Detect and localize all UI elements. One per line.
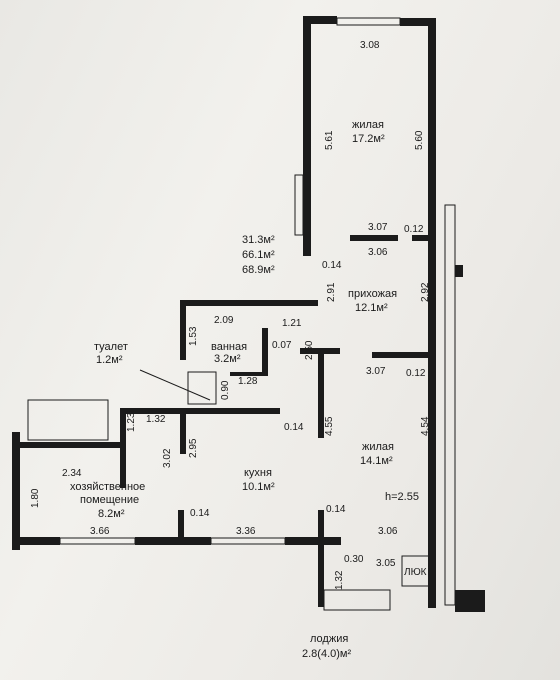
- living-area-total: 31.3м²: [242, 234, 275, 246]
- room-labels: жилая 17.2м² прихожая 12.1м² туалет 1.2м…: [70, 119, 427, 660]
- window: [336, 17, 401, 26]
- dimension-labels: 3.08 5.61 5.60 3.07 0.12 3.06 0.14 2.92 …: [30, 40, 431, 590]
- wall: [135, 537, 211, 545]
- wall: [372, 352, 430, 358]
- room-bath-name: ванная: [211, 341, 247, 353]
- outer-wall-line: [27, 399, 109, 441]
- dim-label: 4.54: [420, 416, 431, 436]
- hatch-label: ЛЮК: [404, 567, 427, 578]
- room-bath-area: 3.2м²: [214, 353, 241, 365]
- window: [294, 174, 304, 236]
- dim-label: 0.12: [404, 224, 424, 235]
- dim-label: 3.08: [360, 40, 380, 51]
- outer-wall-line: [444, 204, 456, 606]
- dim-label: 4.55: [324, 416, 335, 436]
- dim-label: 0.14: [284, 422, 304, 433]
- dim-label: 3.06: [378, 526, 398, 537]
- dim-label: 1.32: [334, 570, 345, 590]
- wall: [350, 235, 398, 241]
- dim-label: 5.61: [324, 130, 335, 150]
- room-toilet-name: туалет: [94, 341, 128, 353]
- room-storage-name-2: помещение: [80, 494, 139, 506]
- loggia-outline: [323, 589, 391, 611]
- toilet-fixture: [187, 371, 217, 405]
- room-living1-area: 17.2м²: [352, 133, 385, 145]
- wall: [120, 408, 280, 414]
- wall: [230, 372, 268, 376]
- room-living2-name: жилая: [362, 441, 394, 453]
- wall: [12, 432, 20, 550]
- dim-label: 0.14: [326, 504, 346, 515]
- dim-label: 0.07: [272, 340, 292, 351]
- walls: [12, 16, 485, 612]
- wall: [180, 300, 318, 306]
- dim-label: 1.21: [282, 318, 302, 329]
- dim-label: 0.12: [406, 368, 426, 379]
- wall: [400, 18, 436, 26]
- wall: [455, 265, 463, 277]
- dim-label: 0.14: [322, 260, 342, 271]
- dim-label: 3.06: [368, 247, 388, 258]
- wall: [20, 442, 120, 448]
- hatch-box: [401, 555, 433, 587]
- wall: [20, 537, 60, 545]
- dim-label: 1.32: [146, 414, 166, 425]
- dim-label: 2.92: [420, 282, 431, 302]
- leader-line: [139, 369, 211, 401]
- wall: [318, 348, 324, 438]
- wall: [318, 510, 324, 537]
- dim-label: 2.91: [326, 282, 337, 302]
- room-living1-name: жилая: [352, 119, 384, 131]
- dim-label: 1.23: [126, 412, 137, 432]
- wall: [318, 545, 324, 607]
- dim-label: 5.60: [414, 130, 425, 150]
- total-area: 66.1м²: [242, 249, 275, 261]
- wall: [178, 510, 184, 537]
- dim-label: 3.36: [236, 526, 256, 537]
- dim-label: 2.09: [214, 315, 234, 326]
- dim-label: 0.30: [344, 554, 364, 565]
- room-hall-area: 12.1м²: [355, 302, 388, 314]
- ceiling-height: h=2.55: [385, 491, 419, 503]
- wall: [428, 18, 436, 608]
- dim-label: 3.02: [162, 448, 173, 468]
- wall: [303, 16, 337, 24]
- wall: [412, 235, 432, 241]
- window: [59, 537, 136, 545]
- wall: [455, 590, 485, 612]
- dim-label: 1.80: [30, 488, 41, 508]
- wall: [285, 537, 341, 545]
- room-hall-name: прихожая: [348, 288, 397, 300]
- room-living2-area: 14.1м²: [360, 455, 393, 467]
- room-kitchen-name: кухня: [244, 467, 272, 479]
- wall: [262, 328, 268, 374]
- window: [210, 537, 286, 545]
- total-area-with-loggia: 68.9м²: [242, 264, 275, 276]
- dim-label: 2.50: [304, 340, 315, 360]
- room-loggia-area: 2.8(4.0)м²: [302, 648, 351, 660]
- wall: [180, 414, 186, 454]
- wall: [120, 408, 126, 488]
- room-loggia-name: лоджия: [310, 633, 348, 645]
- room-kitchen-area: 10.1м²: [242, 481, 275, 493]
- dim-label: 0.90: [220, 380, 231, 400]
- dim-label: 3.05: [376, 558, 396, 569]
- dim-label: 2.34: [62, 468, 82, 479]
- wall: [180, 300, 186, 360]
- dim-label: 0.14: [190, 508, 210, 519]
- room-toilet-area: 1.2м²: [96, 354, 123, 366]
- dim-label: 1.28: [238, 376, 258, 387]
- dim-label: 3.07: [366, 366, 386, 377]
- dim-label: 1.53: [188, 326, 199, 346]
- dim-label: 3.07: [368, 222, 388, 233]
- dim-label: 3.66: [90, 526, 110, 537]
- room-storage-area: 8.2м²: [98, 508, 125, 520]
- room-storage-name-1: хозяйственное: [70, 481, 145, 493]
- wall: [303, 16, 311, 256]
- dim-label: 2.95: [188, 438, 199, 458]
